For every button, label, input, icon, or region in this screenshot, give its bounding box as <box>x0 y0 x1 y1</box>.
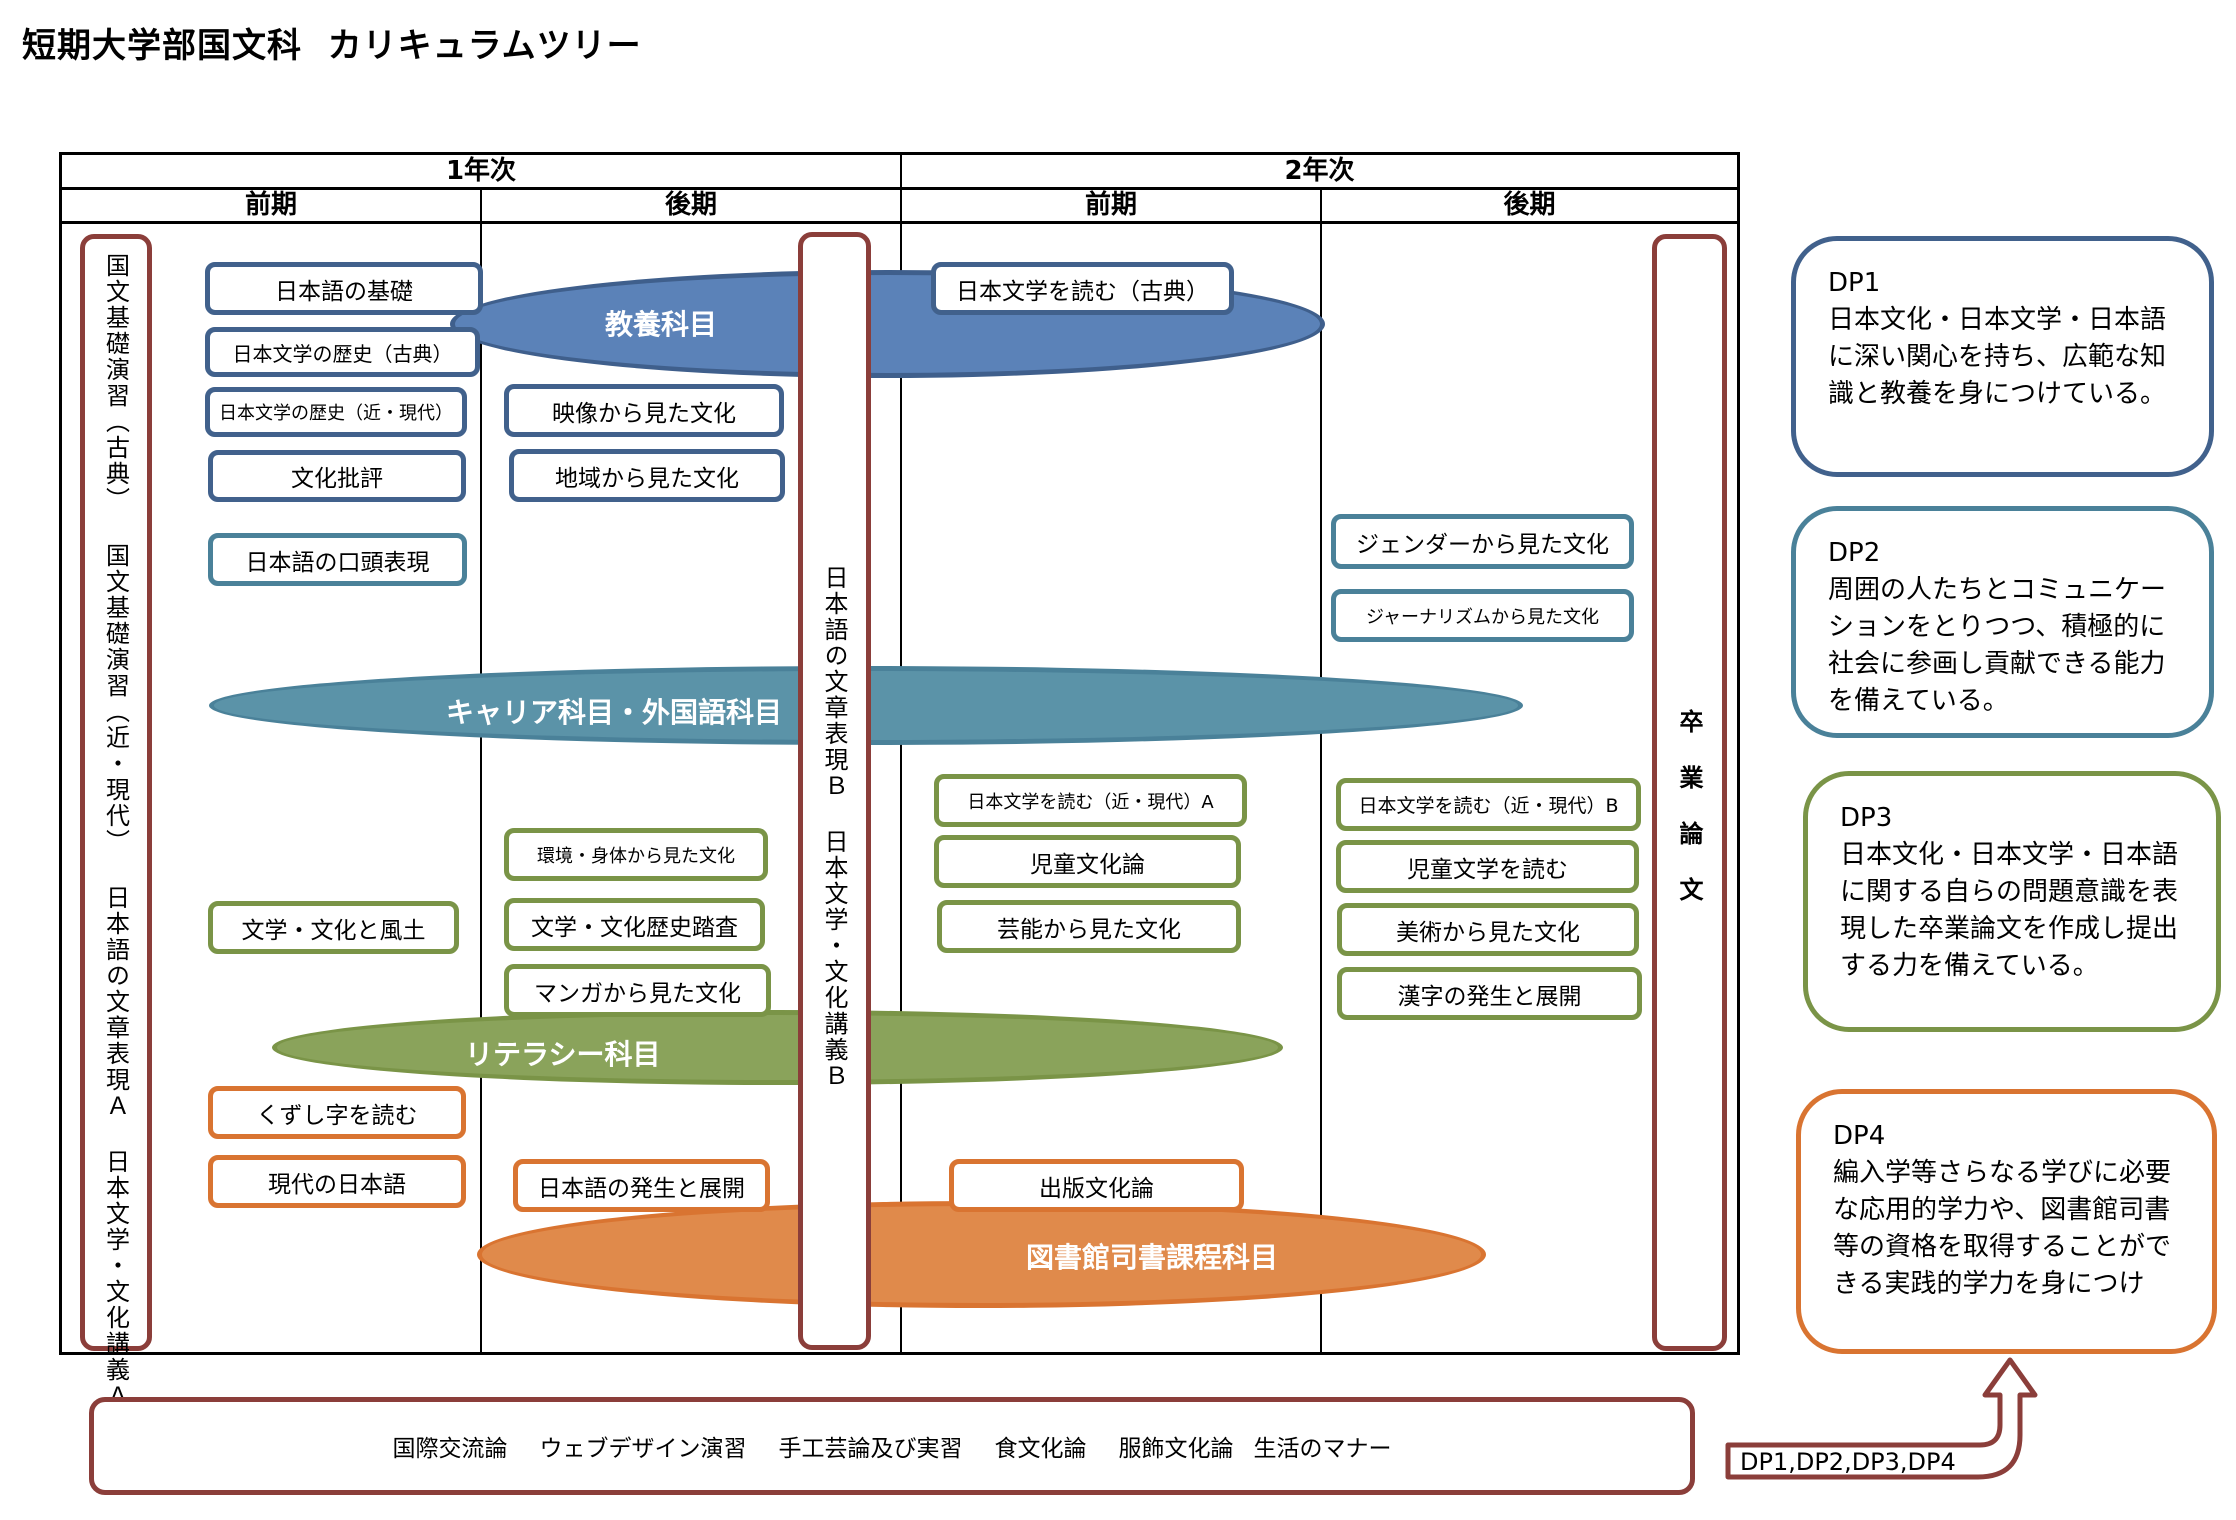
course-box: くずし字を読む <box>208 1086 466 1139</box>
elective-course: 食文化論 <box>994 1436 1087 1462</box>
grid-line-year-row <box>62 187 1737 190</box>
dp1-box: DP1 日本文化・日本文学・日本語に深い関心を持ち、広範な知識と教養を身につけて… <box>1791 236 2214 477</box>
year-2-header: 2年次 <box>1284 156 1355 186</box>
course-box: 日本文学の歴史（古典） <box>205 327 480 377</box>
category-label-career: キャリア科目・外国語科目 <box>446 696 783 729</box>
dp4-title: DP4 <box>1833 1121 1886 1151</box>
dp2-box: DP2 周囲の人たちとコミュニケーションをとりつつ、積極的に社会に参画し貢献でき… <box>1791 506 2214 738</box>
course-box: 日本文学を読む（近・現代）A <box>934 774 1247 827</box>
required-courses-year1: 国文基礎演習（古典） 国文基礎演習（近・現代） 日本語の文章表現Ａ 日本文学・文… <box>80 234 152 1409</box>
elective-course: 生活のマナー <box>1253 1436 1392 1462</box>
course-box: 文学・文化と風土 <box>208 901 459 954</box>
course-box: 日本語の発生と展開 <box>513 1159 770 1212</box>
graduation-thesis-box: 卒 業 論 文 <box>1652 234 1727 1351</box>
course-box: 児童文化論 <box>934 835 1241 888</box>
graduation-thesis-label: 卒 業 論 文 <box>1675 709 1703 903</box>
grid-divider-y2-terms <box>1320 189 1322 1352</box>
course-box: 児童文学を読む <box>1336 840 1639 893</box>
required-courses-year2-label: 日本語の文章表現Ｂ 日本文学・文化講義Ｂ <box>820 565 848 1089</box>
dp3-box: DP3 日本文化・日本文学・日本語に関する自らの問題意識を表現した卒業論文を作成… <box>1803 771 2221 1032</box>
category-label-kyoyo: 教養科目 <box>605 308 718 341</box>
curriculum-grid: 1年次 2年次 前期 後期 前期 後期 <box>59 152 1740 1355</box>
course-box: 日本文学の歴史（近・現代） <box>205 387 467 437</box>
course-box: 文学・文化歴史踏査 <box>504 898 765 951</box>
grid-divider-years <box>900 155 902 1352</box>
year-1-header: 1年次 <box>445 156 517 186</box>
dp1-title: DP1 <box>1828 268 1881 298</box>
elective-course: 国際交流論 <box>392 1436 508 1462</box>
dp2-description: 周囲の人たちとコミュニケーションをとりつつ、積極的に社会に参画し貢献できる能力を… <box>1828 575 2167 716</box>
course-box: 漢字の発生と展開 <box>1337 967 1642 1020</box>
dp3-title: DP3 <box>1840 803 1893 833</box>
bent-up-arrow-icon <box>1725 1357 2038 1480</box>
term-header-y1-back: 後期 <box>664 190 717 220</box>
category-label-literacy: リテラシー科目 <box>465 1038 661 1071</box>
page-title: 短期大学部国文科 カリキュラムツリー <box>22 26 642 66</box>
course-box: 日本文学を読む（近・現代）B <box>1336 778 1641 831</box>
course-box: マンガから見た文化 <box>504 964 771 1017</box>
dp3-description: 日本文化・日本文学・日本語に関する自らの問題意識を表現した卒業論文を作成し提出す… <box>1840 840 2179 981</box>
course-box: 芸能から見た文化 <box>937 900 1241 953</box>
category-ellipse-library: 図書館司書課程科目 <box>477 1201 1486 1308</box>
arrow-label: DP1,DP2,DP3,DP4 <box>1740 1448 1956 1476</box>
dp4-box: DP4 編入学等さらなる学びに必要な応用的学力や、図書館司書等の資格を取得するこ… <box>1796 1089 2217 1354</box>
course-box: 日本語の口頭表現 <box>208 533 467 586</box>
course-box: 出版文化論 <box>949 1159 1244 1212</box>
course-box: ジェンダーから見た文化 <box>1331 514 1634 569</box>
dp4-description: 編入学等さらなる学びに必要な応用的学力や、図書館司書等の資格を取得することができ… <box>1833 1158 2172 1299</box>
dp1-description: 日本文化・日本文学・日本語に深い関心を持ち、広範な知識と教養を身につけている。 <box>1828 305 2167 409</box>
elective-courses-box: 国際交流論 ウェブデザイン演習 手工芸論及び実習 食文化論 服飾文化論 生活のマ… <box>89 1397 1695 1495</box>
required-courses-year2-front: 日本語の文章表現Ｂ 日本文学・文化講義Ｂ <box>798 232 871 1350</box>
required-courses-year1-label: 国文基礎演習（古典） 国文基礎演習（近・現代） 日本語の文章表現Ａ 日本文学・文… <box>101 253 130 1409</box>
course-box: 日本文学を読む（古典） <box>931 262 1234 315</box>
category-ellipse-literacy: リテラシー科目 <box>272 1010 1283 1085</box>
elective-course: ウェブデザイン演習 <box>539 1436 747 1462</box>
course-box: ジャーナリズムから見た文化 <box>1331 589 1634 642</box>
course-box: 文化批評 <box>208 450 466 502</box>
category-label-library: 図書館司書課程科目 <box>1026 1241 1279 1274</box>
course-box: 日本語の基礎 <box>205 262 483 315</box>
dp2-title: DP2 <box>1828 538 1881 568</box>
course-box: 地域から見た文化 <box>509 449 785 502</box>
term-header-y2-back: 後期 <box>1503 190 1556 220</box>
elective-course: 服飾文化論 <box>1118 1436 1234 1462</box>
term-header-y1-front: 前期 <box>244 190 297 220</box>
term-header-y2-front: 前期 <box>1084 190 1137 220</box>
course-box: 美術から見た文化 <box>1337 903 1639 956</box>
elective-course: 手工芸論及び実習 <box>778 1436 963 1462</box>
course-box: 環境・身体から見た文化 <box>504 828 768 881</box>
course-box: 映像から見た文化 <box>504 384 784 437</box>
grid-line-term-row <box>62 221 1737 224</box>
course-box: 現代の日本語 <box>208 1155 466 1208</box>
grid-divider-y1-terms <box>480 189 482 1352</box>
